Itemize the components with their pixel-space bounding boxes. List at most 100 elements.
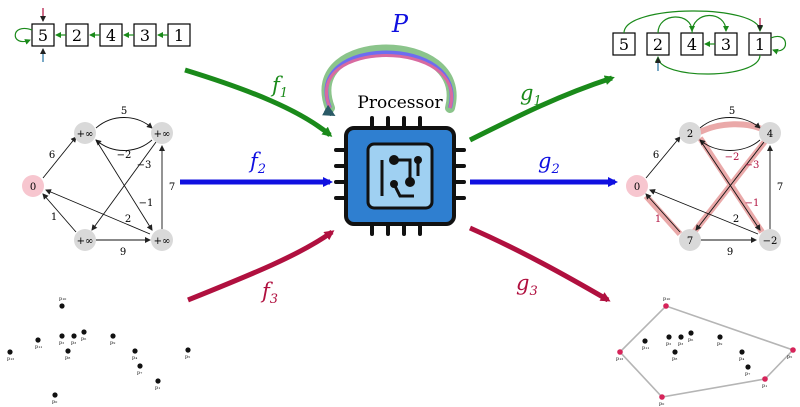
- processor-chip-icon: [334, 116, 466, 236]
- point-in-label-5: p₅: [185, 354, 190, 360]
- graph-in-node-label-3: +∞: [77, 236, 94, 247]
- g1-label: g1: [520, 81, 542, 109]
- f3-arrow: [187, 229, 335, 303]
- point-in-label-3: p₃: [71, 340, 76, 346]
- graph-in-node-1: [74, 122, 96, 144]
- graph-in-node-0: [22, 175, 44, 197]
- g3-arrow: [468, 225, 611, 303]
- point-in-4: [132, 348, 138, 354]
- graph-in-node-label-4: +∞: [154, 236, 171, 247]
- list-in-box-0: [31, 23, 55, 47]
- point-in-label-6: p₆: [81, 336, 86, 342]
- graph-in-edge-label-3: −3: [137, 160, 152, 171]
- list-out-label-2: 4: [687, 35, 697, 54]
- point-in-label-1: p₁: [155, 385, 160, 391]
- point-out-8: [672, 349, 678, 355]
- graph-out-node-label-1: 2: [687, 129, 693, 140]
- input-graph: 0 +∞ +∞ +∞ +∞ 6 5 −2 −3 7 1 2 −1 9: [22, 106, 175, 258]
- graph-in-node-4: [151, 229, 173, 251]
- point-out-label-11: p₁₁: [642, 345, 649, 351]
- graph-out-edge-label-0: 6: [653, 150, 659, 161]
- graph-out-edge-label-6: 2: [733, 214, 739, 225]
- point-in-label-11: p₁₁: [35, 344, 42, 350]
- graph-out-edge-label-3: −3: [745, 160, 760, 171]
- graph-in-node-label-1: +∞: [77, 129, 94, 140]
- graph-out-node-0: [626, 175, 648, 197]
- output-graph: 0 2 4 7 −2 6 5 −2 −3 7 1 2 −1 9: [626, 106, 783, 258]
- point-out-label-10: p₁₀: [663, 296, 670, 302]
- graph-out-edge-label-5: 1: [655, 214, 661, 225]
- graph-out-node-label-4: −2: [763, 236, 778, 247]
- point-in-label-12: p₁₂: [7, 356, 14, 362]
- graph-in-node-label-0: 0: [30, 182, 36, 193]
- point-out-10: [663, 303, 669, 309]
- list-in-label-0: 5: [38, 26, 48, 45]
- processor-loop-label: P: [391, 10, 409, 38]
- graph-out-node-2: [759, 122, 781, 144]
- point-out-label-0: p₀: [659, 401, 664, 407]
- point-out-label-8: p₈: [672, 356, 677, 362]
- point-out-label-6: p₆: [688, 337, 693, 343]
- graph-out-edge-label-4: 7: [777, 182, 783, 193]
- point-out-4: [739, 349, 745, 355]
- graph-in-edge-label-4: 7: [169, 182, 175, 193]
- g2-label: g2: [538, 149, 560, 177]
- list-out-label-1: 2: [653, 35, 663, 54]
- f3-label: f3: [260, 279, 278, 307]
- graph-in-edge-label-5: 1: [51, 212, 57, 223]
- point-in-label-0: p₀: [52, 399, 57, 405]
- point-out-2: [666, 334, 672, 340]
- graph-out-node-3: [679, 229, 701, 251]
- graph-out-edge-label-1: 5: [729, 106, 735, 117]
- point-in-0: [52, 392, 58, 398]
- point-out-label-1: p₁: [762, 383, 767, 389]
- point-in-label-2: p₂: [59, 340, 64, 346]
- point-out-3: [678, 334, 684, 340]
- point-out-label-4: p₄: [739, 356, 744, 362]
- graph-in-edge-label-2: −2: [117, 150, 132, 161]
- point-out-label-7: p₇: [745, 371, 750, 377]
- graph-in-node-label-2: +∞: [154, 129, 171, 140]
- list-out-label-4: 1: [755, 35, 765, 54]
- point-out-12: [617, 349, 623, 355]
- output-list: 5 2 4 3 1: [612, 10, 787, 75]
- output-points: p₀ p₁ p₂ p₃ p₄ p₅ p₆ p₇ p₈ p₉ p₁₀ p₁₁ p₁…: [616, 296, 796, 407]
- point-out-label-12: p₁₂: [616, 356, 623, 362]
- graph-out-node-label-0: 0: [634, 182, 640, 193]
- graph-in-edge-label-1: 5: [121, 106, 127, 117]
- point-out-label-5: p₅: [787, 354, 792, 360]
- point-in-3: [71, 333, 77, 339]
- point-in-9: [110, 333, 116, 339]
- graph-out-node-1: [679, 122, 701, 144]
- point-in-11: [35, 337, 41, 343]
- graph-in-node-3: [74, 229, 96, 251]
- point-in-2: [59, 333, 65, 339]
- g1-arrow: [468, 75, 615, 143]
- point-out-0: [659, 394, 665, 400]
- point-in-10: [59, 303, 65, 309]
- point-out-9: [717, 334, 723, 340]
- graph-out-node-label-2: 4: [767, 129, 773, 140]
- graph-in-node-2: [151, 122, 173, 144]
- graph-in-edge-label-7: −1: [139, 198, 154, 209]
- list-out-label-3: 3: [721, 35, 731, 54]
- point-out-11: [642, 338, 648, 344]
- graph-out-edge-label-8: 9: [727, 247, 733, 258]
- point-out-label-3: p₃: [678, 341, 683, 347]
- point-in-label-7: p₇: [137, 370, 142, 376]
- processor-loop: [321, 44, 457, 117]
- point-out-label-2: p₂: [666, 341, 671, 347]
- point-out-1: [762, 376, 768, 382]
- point-in-1: [155, 378, 161, 384]
- point-in-label-4: p₄: [132, 355, 137, 361]
- graph-in-edge-label-8: 9: [120, 247, 126, 258]
- graph-in-edge-label-0: 6: [49, 150, 55, 161]
- f1-label: f1: [270, 73, 288, 101]
- g3-label: g3: [516, 271, 538, 299]
- input-list: 5 2 4 3 1: [14, 8, 191, 62]
- f2-label: f2: [248, 149, 266, 177]
- graph-out-edge-label-2: −2: [725, 152, 740, 163]
- list-in-label-4: 1: [174, 26, 184, 45]
- list-in-label-3: 3: [140, 26, 150, 45]
